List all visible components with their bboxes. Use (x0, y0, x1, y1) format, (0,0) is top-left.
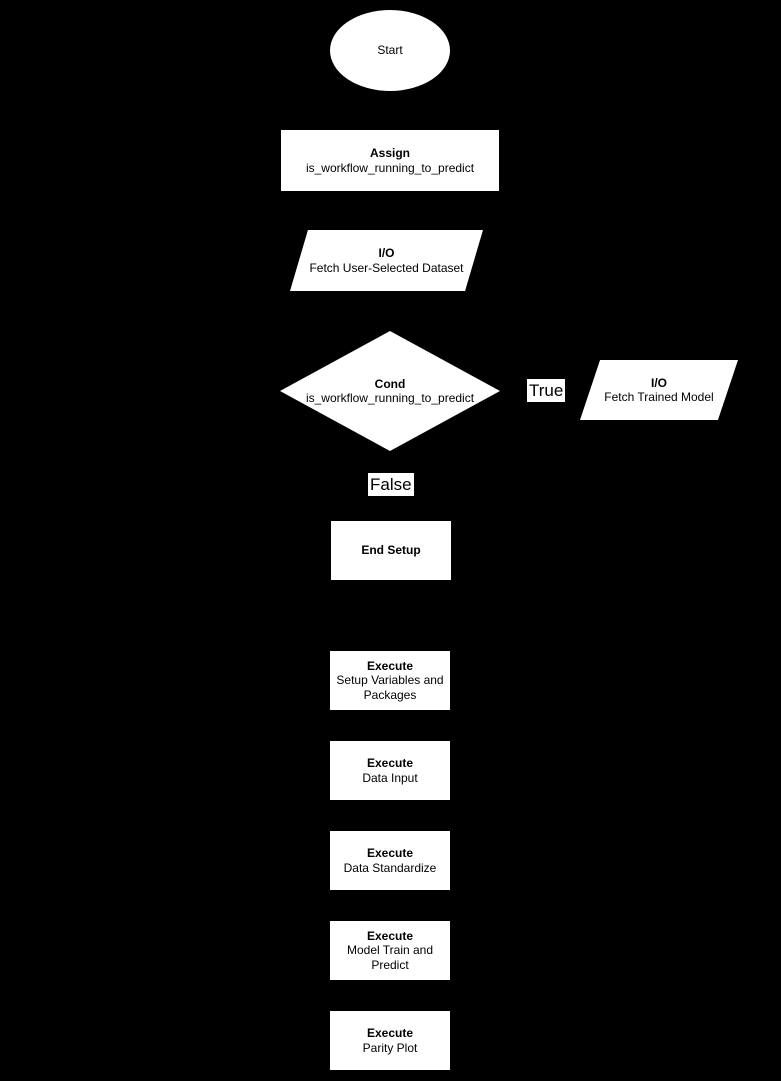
node-execute-model-train-predict: Execute Model Train and Predict (330, 921, 450, 980)
node-execute-setup-variables-subtitle: Setup Variables and Packages (336, 673, 447, 702)
node-cond-subtitle: is_workflow_running_to_predict (305, 391, 475, 405)
node-execute-data-input: Execute Data Input (330, 741, 450, 800)
node-end-setup: End Setup (331, 521, 451, 580)
node-assign-subtitle: is_workflow_running_to_predict (305, 160, 475, 175)
node-execute-data-input-subtitle: Data Input (362, 770, 418, 785)
edge-label-true: True (527, 379, 566, 402)
node-cond-title: Cond (374, 376, 406, 391)
node-execute-model-train-predict-subtitle: Model Train and Predict (346, 943, 437, 972)
edge-label-false: False (368, 473, 414, 496)
node-execute-setup-variables-title: Execute (366, 658, 414, 673)
node-execute-data-standardize-subtitle: Data Standardize (343, 860, 437, 875)
node-execute-parity-plot-subtitle: Parity Plot (362, 1040, 418, 1055)
node-start-label: Start (377, 43, 403, 58)
node-execute-model-train-predict-title: Execute (366, 928, 414, 943)
node-cond: Cond is_workflow_running_to_predict (280, 331, 500, 451)
node-execute-parity-plot: Execute Parity Plot (330, 1011, 450, 1070)
node-execute-data-standardize-title: Execute (366, 846, 414, 860)
node-io-fetch-model-subtitle: Fetch Trained Model (604, 390, 714, 404)
node-execute-data-standardize: Execute Data Standardize (330, 831, 450, 890)
node-start: Start (330, 10, 450, 91)
node-io-fetch-dataset-title: I/O (378, 246, 395, 260)
node-assign-title: Assign (369, 146, 410, 160)
node-io-fetch-dataset: I/O Fetch User-Selected Dataset (290, 230, 483, 291)
node-execute-data-input-title: Execute (366, 756, 414, 770)
node-io-fetch-dataset-subtitle: Fetch User-Selected Dataset (309, 260, 464, 275)
node-io-fetch-model-title: I/O (650, 375, 667, 390)
node-execute-parity-plot-title: Execute (366, 1026, 414, 1040)
node-end-setup-label: End Setup (361, 543, 421, 558)
node-io-fetch-model: I/O Fetch Trained Model (580, 360, 738, 420)
node-execute-setup-variables: Execute Setup Variables and Packages (330, 651, 450, 710)
node-assign: Assign is_workflow_running_to_predict (281, 130, 499, 191)
